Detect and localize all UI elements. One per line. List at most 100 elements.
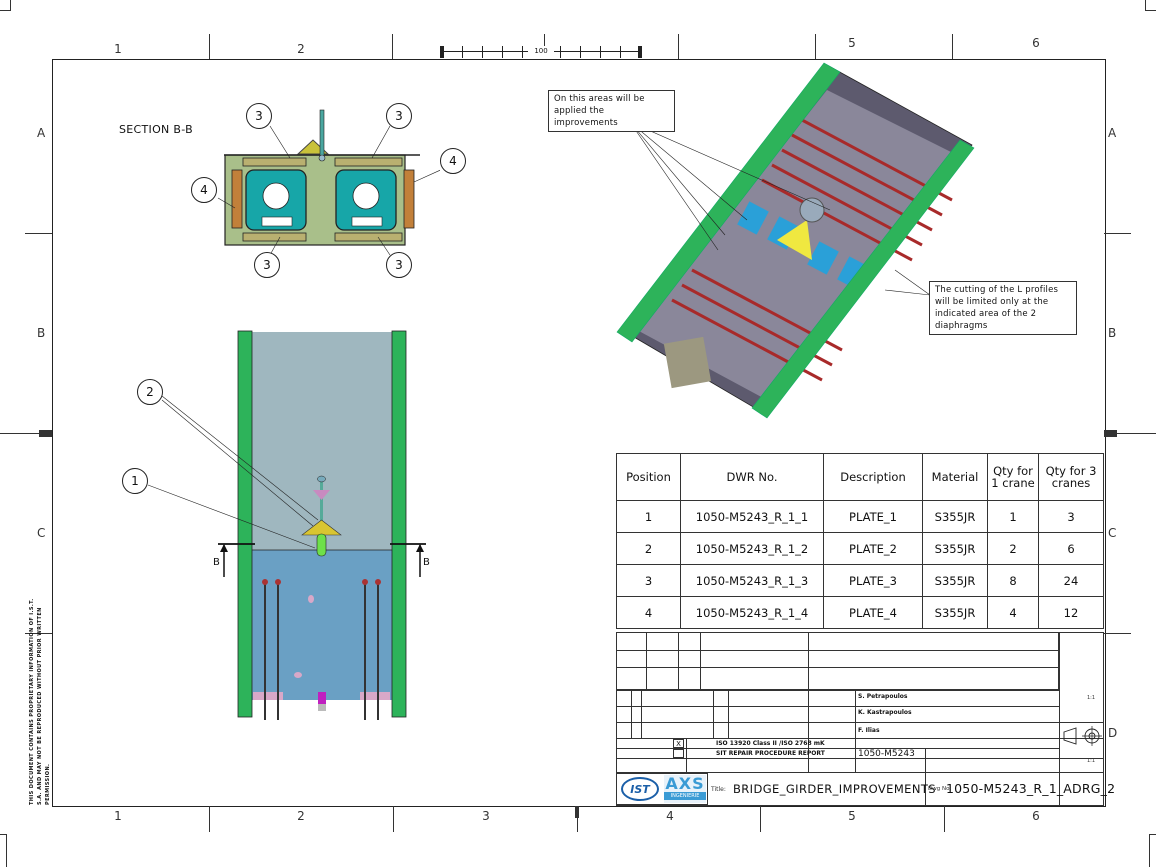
lifting-rod <box>320 478 323 538</box>
zone-top-1: 1 <box>114 42 122 56</box>
pin-marker <box>318 692 326 704</box>
divider <box>616 758 1104 759</box>
green-flange-top <box>616 62 841 343</box>
divider <box>713 690 714 738</box>
zone-divider <box>0 433 52 434</box>
zone-divider <box>1104 433 1156 434</box>
plate-3 <box>242 232 307 242</box>
divider <box>616 650 1059 651</box>
zone-bottom-2: 2 <box>297 809 305 823</box>
bill-of-materials: Position DWR No. Description Material Qt… <box>616 453 1104 629</box>
tolerance-standard: ISO 13920 Class II /ISO 2768 mK <box>716 740 825 747</box>
zone-top-2: 2 <box>297 42 305 56</box>
balloon-1: 1 <box>122 468 148 494</box>
divider <box>678 632 679 690</box>
checked-by: K. Kastrapoulos <box>858 709 912 716</box>
divider <box>1059 632 1060 806</box>
bom-dwr: 1050-M5243_R_1_3 <box>680 564 824 597</box>
bom-header-qty3: Qty for 3 cranes <box>1038 453 1104 501</box>
divider <box>700 632 701 690</box>
scale-bar-label: 100 <box>528 46 554 57</box>
zone-bottom-6: 6 <box>1032 809 1040 823</box>
table-row: 1 1050-M5243_R_1_1 PLATE_1 S355JR 1 3 <box>616 500 1104 533</box>
center-mark <box>575 806 579 818</box>
divider <box>686 738 687 772</box>
proprietary-notice: THIS DOCUMENT CONTAINS PROPRIETARY INFOR… <box>29 598 51 805</box>
zone-top-6: 6 <box>1032 36 1040 50</box>
divider <box>616 690 1059 691</box>
drawing-title: BRIDGE_GIRDER_IMPROVEMENTS <box>733 782 936 796</box>
corner-mark-tl <box>0 0 11 11</box>
bom-header-position: Position <box>616 453 681 501</box>
table-row: 2 1050-M5243_R_1_2 PLATE_2 S355JR 2 6 <box>616 532 1104 565</box>
girder-front-view <box>147 330 426 720</box>
zone-divider <box>1104 233 1131 234</box>
drawn-by: S. Petrapoulos <box>858 693 908 700</box>
zone-right-b: B <box>1108 326 1117 340</box>
bom-description: PLATE_4 <box>823 596 923 629</box>
section-b-b-drawing <box>217 109 440 256</box>
plate-4 <box>231 169 243 229</box>
green-flange-bottom <box>751 139 975 419</box>
zone-divider <box>577 806 578 832</box>
zone-bottom-3: 3 <box>482 809 490 823</box>
checkbox-marked[interactable]: X <box>673 739 684 748</box>
bom-material: S355JR <box>922 532 988 565</box>
divider <box>616 706 1059 707</box>
section-label-right: B <box>423 557 430 568</box>
divider <box>925 748 926 772</box>
zone-divider <box>944 806 945 832</box>
pink-lug <box>313 490 330 500</box>
bom-qty3: 24 <box>1038 564 1104 597</box>
zone-divider <box>678 34 679 59</box>
plate-2-iso <box>777 220 812 260</box>
divider <box>646 632 647 690</box>
ist-logo: IST <box>621 777 659 801</box>
center-mark <box>39 430 52 437</box>
project-number: 1050-M5243 <box>858 749 915 759</box>
center-mark <box>1104 430 1117 437</box>
axs-logo-subtext: INGENIERIE <box>664 792 706 800</box>
section-title: SECTION B-B <box>119 123 193 136</box>
bom-qty3: 12 <box>1038 596 1104 629</box>
approved-by: F. Ilias <box>858 727 880 734</box>
bom-description: PLATE_3 <box>823 564 923 597</box>
plate-3 <box>242 157 307 167</box>
divider <box>855 690 856 772</box>
zone-divider <box>815 34 816 59</box>
balloon-3: 3 <box>246 103 272 129</box>
drawing-number-label: Dwg No: <box>928 786 952 792</box>
bom-description: PLATE_1 <box>823 500 923 533</box>
bom-material: S355JR <box>922 596 988 629</box>
plate-3 <box>334 232 403 242</box>
girder-flange-left <box>237 330 253 718</box>
bom-qty1: 1 <box>987 500 1039 533</box>
note-leaders <box>629 121 931 296</box>
divider <box>808 632 809 690</box>
balloon-3: 3 <box>386 252 412 278</box>
zone-left-b: B <box>37 326 46 340</box>
scale-bar: 100 <box>440 46 642 58</box>
plate-3 <box>334 157 403 167</box>
girder-flange-right <box>391 330 407 718</box>
bom-header-dwr: DWR No. <box>680 453 824 501</box>
plate-4 <box>403 169 415 229</box>
zone-divider <box>544 34 545 46</box>
bom-qty3: 3 <box>1038 500 1104 533</box>
divider <box>631 690 632 738</box>
plate-1 <box>316 533 327 557</box>
note-improvements: On this areas will be applied the improv… <box>548 90 675 132</box>
scale-value: 1:1 <box>1087 695 1096 701</box>
zone-top-5: 5 <box>848 36 856 50</box>
bom-qty3: 6 <box>1038 532 1104 565</box>
zone-divider <box>25 233 52 234</box>
zone-divider <box>1104 633 1131 634</box>
third-angle-projection-icon <box>1063 726 1102 746</box>
bom-header-description: Description <box>823 453 923 501</box>
bom-dwr: 1050-M5243_R_1_2 <box>680 532 824 565</box>
zone-bottom-5: 5 <box>848 809 856 823</box>
divider <box>616 667 1059 668</box>
zone-left-a: A <box>37 126 46 140</box>
checkbox-empty[interactable] <box>673 749 684 758</box>
corner-mark-bl <box>0 834 7 867</box>
